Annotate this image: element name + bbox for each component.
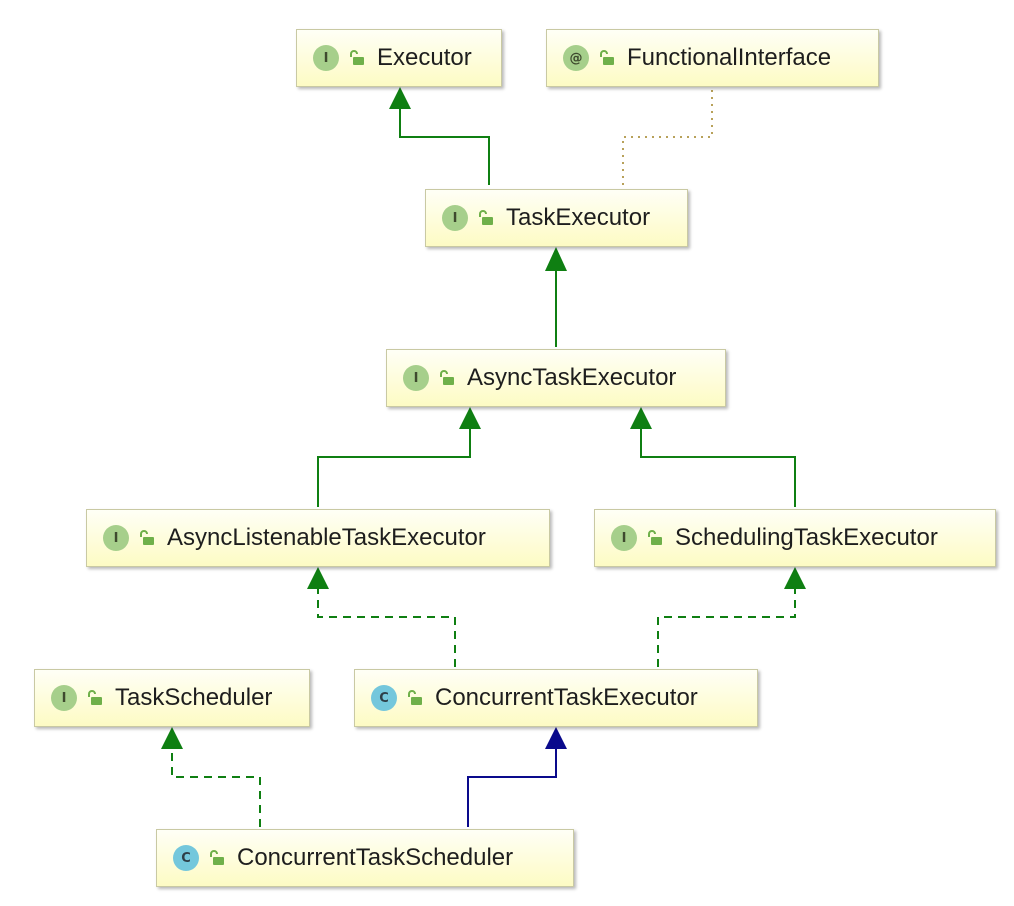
edge-taskexecutor-functionalinterface [622, 90, 713, 185]
node-label: ConcurrentTaskExecutor [435, 684, 698, 711]
node-scheduling-task-executor[interactable]: I SchedulingTaskExecutor [594, 509, 996, 567]
node-executor[interactable]: I Executor [296, 29, 502, 87]
node-functional-interface[interactable]: @ FunctionalInterface [546, 29, 879, 87]
edge-asynclistenable-asynctaskexecutor [317, 407, 481, 507]
edge-concurrenttaskexecutor-scheduling [657, 567, 806, 667]
class-badge-icon: C [173, 845, 199, 871]
node-task-scheduler[interactable]: I TaskScheduler [34, 669, 310, 727]
open-lock-icon [648, 530, 662, 545]
edge-scheduling-asynctaskexecutor [630, 407, 796, 507]
open-lock-icon [408, 690, 422, 705]
node-task-executor[interactable]: I TaskExecutor [425, 189, 688, 247]
node-concurrent-task-executor[interactable]: C ConcurrentTaskExecutor [354, 669, 758, 727]
node-label: TaskExecutor [506, 204, 651, 231]
node-async-listenable-task-executor[interactable]: I AsyncListenableTaskExecutor [86, 509, 550, 567]
open-lock-icon [350, 50, 364, 65]
class-badge-icon: C [371, 685, 397, 711]
interface-badge-icon: I [51, 685, 77, 711]
interface-badge-icon: I [442, 205, 468, 231]
edge-taskexecutor-executor [389, 87, 490, 185]
open-lock-icon [479, 210, 493, 225]
edge-concurrenttaskscheduler-taskscheduler [161, 727, 261, 827]
node-label: FunctionalInterface [627, 44, 832, 71]
node-label: Executor [377, 44, 472, 71]
open-lock-icon [600, 50, 614, 65]
edge-concurrenttaskscheduler-concurrenttaskexecutor [467, 727, 567, 827]
edge-asynctaskexecutor-taskexecutor [545, 247, 567, 347]
edge-concurrenttaskexecutor-asynclistenable [307, 567, 456, 667]
node-label: AsyncListenableTaskExecutor [167, 524, 486, 551]
node-label: ConcurrentTaskScheduler [237, 844, 514, 871]
node-concurrent-task-scheduler[interactable]: C ConcurrentTaskScheduler [156, 829, 574, 887]
open-lock-icon [210, 850, 224, 865]
interface-badge-icon: I [313, 45, 339, 71]
open-lock-icon [140, 530, 154, 545]
node-label: SchedulingTaskExecutor [675, 524, 938, 551]
interface-badge-icon: I [103, 525, 129, 551]
node-label: AsyncTaskExecutor [467, 364, 677, 391]
interface-badge-icon: I [403, 365, 429, 391]
open-lock-icon [88, 690, 102, 705]
interface-badge-icon: I [611, 525, 637, 551]
open-lock-icon [440, 370, 454, 385]
node-label: TaskScheduler [115, 684, 273, 711]
node-async-task-executor[interactable]: I AsyncTaskExecutor [386, 349, 726, 407]
annotation-badge-icon: @ [563, 45, 589, 71]
